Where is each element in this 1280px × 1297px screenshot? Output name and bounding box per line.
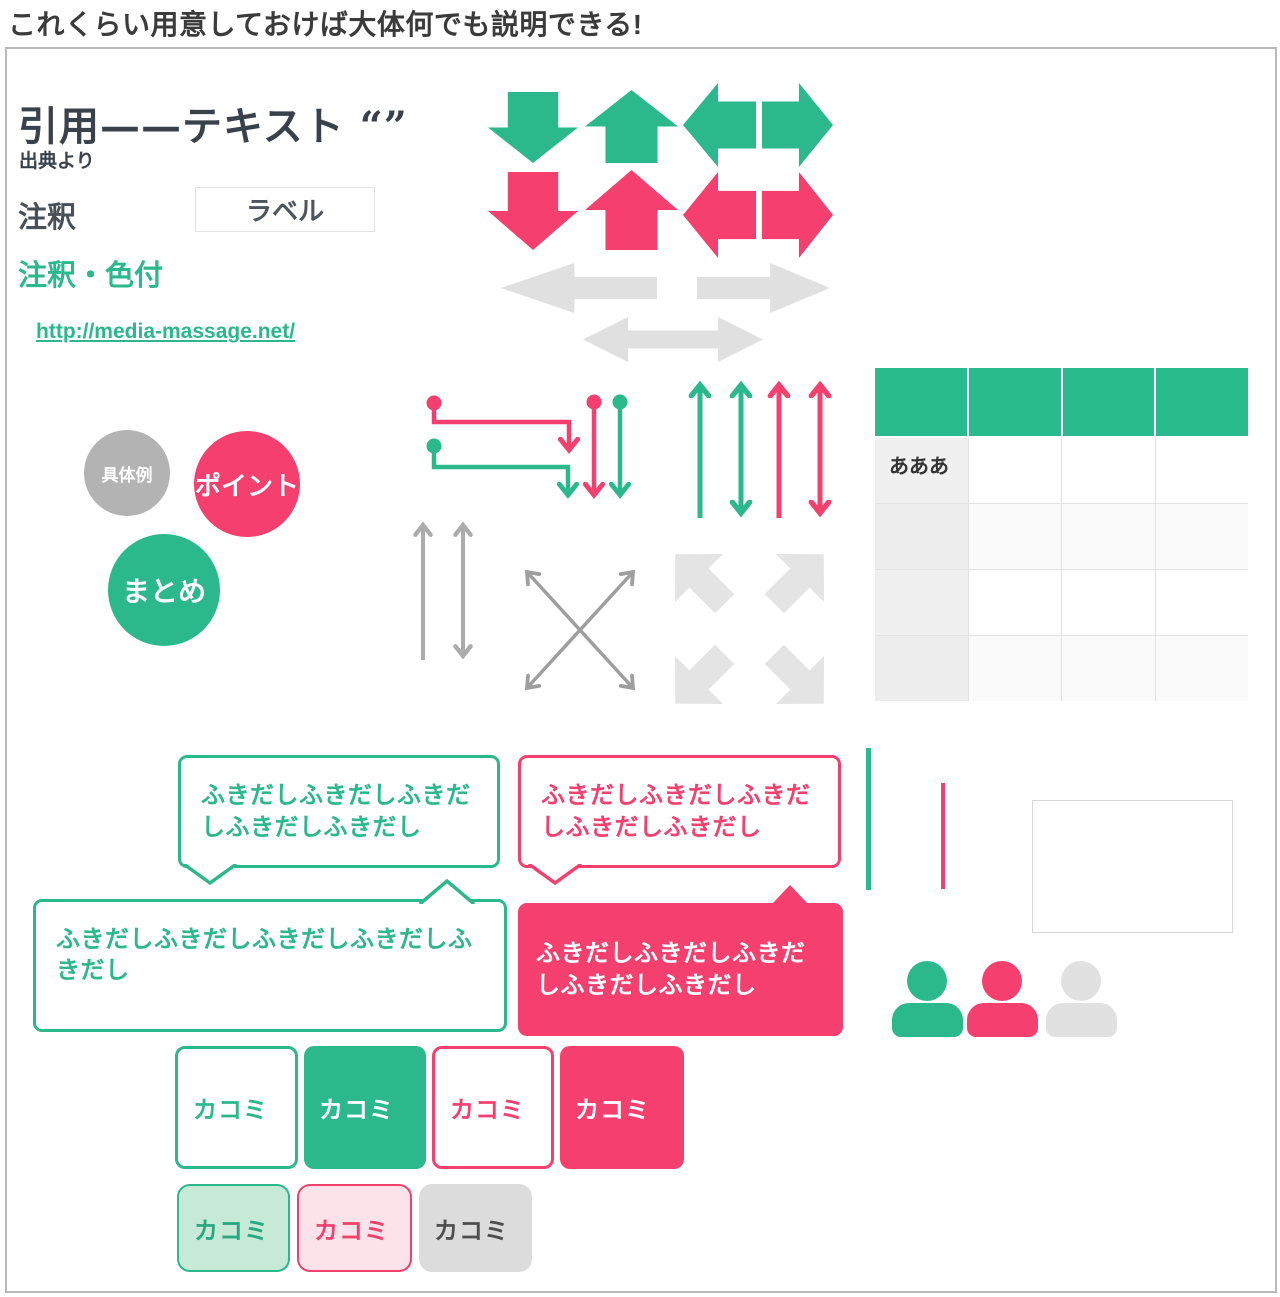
kakomi-label: カコミ	[314, 1217, 389, 1245]
vertical-arrows-icon	[688, 370, 833, 518]
table-cell	[875, 504, 968, 569]
speech-bubble-text: ふきだしふきだしふきだしふきだしふきだし	[541, 782, 811, 841]
kakomi-label: カコミ	[319, 1097, 394, 1124]
annotation-sample: 注釈	[18, 202, 77, 234]
table-cell	[968, 438, 1061, 503]
kakomi-box-green-filled: カコミ	[304, 1046, 426, 1169]
kakomi-label: カコミ	[434, 1217, 509, 1245]
table-cell	[1155, 504, 1248, 569]
speech-bubble-text: ふきだしふきだしふきだしふきだしふきだし	[201, 782, 471, 841]
label-chip-text: ラベル	[245, 196, 324, 226]
circle-point: ポイント	[194, 431, 300, 537]
speech-bubble-text: ふきだしふきだしふきだしふきだしふきだし	[536, 940, 806, 999]
placeholder-frame	[1032, 800, 1233, 933]
kakomi-box-green-outline: カコミ	[175, 1046, 298, 1169]
circle-point-label: ポイント	[194, 470, 299, 501]
table-cell	[1062, 438, 1155, 503]
label-chip: ラベル	[195, 187, 375, 233]
quote-text-sample: 引用——テキスト “”	[18, 103, 408, 150]
table-cell: あああ	[875, 438, 968, 503]
table-header-row	[875, 368, 1248, 436]
table-cell	[1155, 636, 1248, 701]
kakomi-box-light-green: カコミ	[177, 1184, 290, 1272]
kakomi-box-gray: カコミ	[419, 1184, 532, 1272]
vertical-line-green	[866, 748, 871, 890]
bubble-tail-down-pink-icon	[528, 864, 582, 886]
kakomi-box-light-pink: カコミ	[297, 1184, 412, 1272]
speech-bubble-green-outline: ふきだしふきだしふきだしふきだしふきだし	[178, 755, 500, 868]
bubble-tail-up-green-icon	[419, 878, 475, 904]
table-cell	[1062, 570, 1155, 635]
table-cell	[1155, 570, 1248, 635]
table-header-cell	[968, 368, 1061, 436]
kakomi-label: カコミ	[194, 1217, 269, 1245]
table-header-cell	[1062, 368, 1155, 436]
kakomi-box-pink-filled: カコミ	[560, 1046, 684, 1169]
circle-example: 具体例	[84, 430, 170, 516]
person-gray-icon	[1046, 961, 1117, 1037]
bubble-tail-down-green-icon	[183, 864, 237, 886]
kakomi-label: カコミ	[450, 1097, 525, 1124]
kakomi-label: カコミ	[575, 1097, 650, 1124]
table-body: あああ	[875, 438, 1248, 701]
table-cell	[968, 636, 1061, 701]
media-massage-link[interactable]: http://media-massage.net/	[36, 320, 296, 343]
table-cell	[1062, 504, 1155, 569]
speech-bubble-green-outline-large: ふきだしふきだしふきだしふきだしふきだし	[33, 899, 507, 1032]
person-green-icon	[892, 961, 963, 1037]
circle-summary: まとめ	[108, 534, 220, 646]
vertical-line-pink	[941, 783, 945, 889]
table-cell	[875, 636, 968, 701]
table-cell	[1062, 636, 1155, 701]
kakomi-box-pink-outline: カコミ	[432, 1046, 554, 1169]
speech-bubble-pink-outline: ふきだしふきだしふきだしふきだしふきだし	[518, 755, 841, 868]
speech-bubble-text: ふきだしふきだしふきだしふきだしふきだし	[56, 926, 473, 985]
elbow-arrows-icon	[426, 394, 640, 510]
table-header-cell	[875, 368, 967, 436]
annotation-colored-sample: 注釈・色付	[18, 260, 164, 292]
speech-bubble-pink-filled: ふきだしふきだしふきだしふきだしふきだし	[518, 903, 843, 1036]
circle-example-label: 具体例	[101, 465, 153, 485]
cross-arrows-icon	[524, 569, 636, 691]
bubble-tail-up-pink-filled-icon	[772, 885, 808, 904]
kakomi-label: カコミ	[193, 1097, 268, 1124]
table-cell	[875, 570, 968, 635]
table-header-cell	[1156, 368, 1248, 436]
page-title: これくらい用意しておけば大体何でも説明できる!	[8, 9, 643, 40]
table-cell	[968, 504, 1061, 569]
person-pink-icon	[967, 961, 1038, 1037]
circle-summary-label: まとめ	[121, 576, 206, 607]
table-cell	[1155, 438, 1248, 503]
table-cell	[968, 570, 1061, 635]
vertical-arrows-gray-icon	[413, 521, 473, 660]
quote-source-sample: 出典より	[19, 150, 95, 172]
